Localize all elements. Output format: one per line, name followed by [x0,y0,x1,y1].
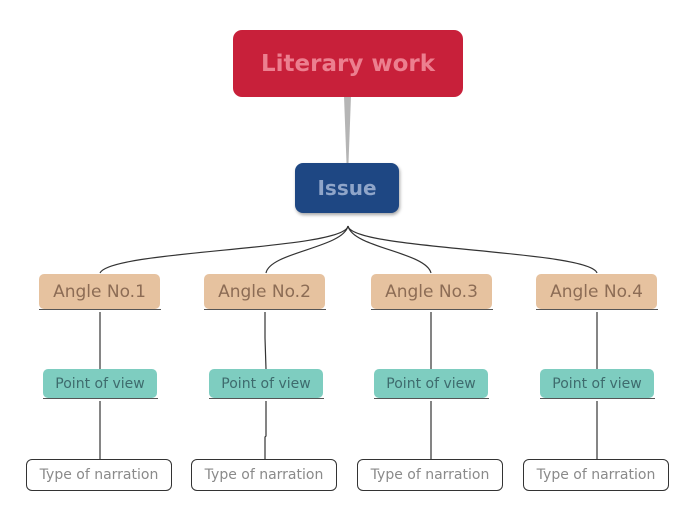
issue-angle3-connector [347,225,432,274]
angle-node-label: Angle No.3 [385,281,478,302]
point-of-view-node-3[interactable]: Point of view [374,369,488,398]
angle-node-label: Angle No.1 [53,281,146,302]
point-of-view-label: Point of view [386,375,476,392]
angle-node-1[interactable]: Angle No.1 [39,274,160,309]
root-node[interactable]: Literary work [233,30,463,97]
point-of-view-label: Point of view [552,375,642,392]
point-of-view-node-1[interactable]: Point of view [43,369,157,398]
issue-angle4-connector [347,225,598,274]
angle-node-3[interactable]: Angle No.3 [371,274,492,309]
type-of-narration-node-4[interactable]: Type of narration [523,459,669,491]
point-of-view-label: Point of view [55,375,145,392]
angle-underline [39,309,161,310]
issue-node[interactable]: Issue [295,163,399,213]
angle-underline [204,309,326,310]
angle2-point-connector [264,312,267,370]
angle-underline [536,309,658,310]
type-of-narration-label: Type of narration [370,467,490,483]
type-of-narration-node-1[interactable]: Type of narration [26,459,172,491]
type-of-narration-label: Type of narration [39,467,159,483]
type-of-narration-node-3[interactable]: Type of narration [357,459,503,491]
angle-node-label: Angle No.2 [218,281,311,302]
angle-node-4[interactable]: Angle No.4 [536,274,657,309]
angle-node-2[interactable]: Angle No.2 [204,274,325,309]
point2-type-connector [264,401,267,459]
point-of-view-node-4[interactable]: Point of view [540,369,654,398]
type-of-narration-node-2[interactable]: Type of narration [191,459,337,491]
point-of-view-underline [374,398,489,399]
point-of-view-node-2[interactable]: Point of view [209,369,323,398]
root-node-label: Literary work [260,50,436,77]
angle-underline [371,309,493,310]
issue-angle1-connector [99,225,349,274]
type-of-narration-label: Type of narration [536,467,656,483]
root-issue-connector [344,96,351,163]
issue-angle2-connector [265,225,349,274]
angle-node-label: Angle No.4 [550,281,643,302]
point-of-view-underline [209,398,324,399]
issue-node-label: Issue [317,176,377,200]
point-of-view-underline [540,398,655,399]
point-of-view-label: Point of view [221,375,311,392]
type-of-narration-label: Type of narration [204,467,324,483]
point-of-view-underline [43,398,158,399]
